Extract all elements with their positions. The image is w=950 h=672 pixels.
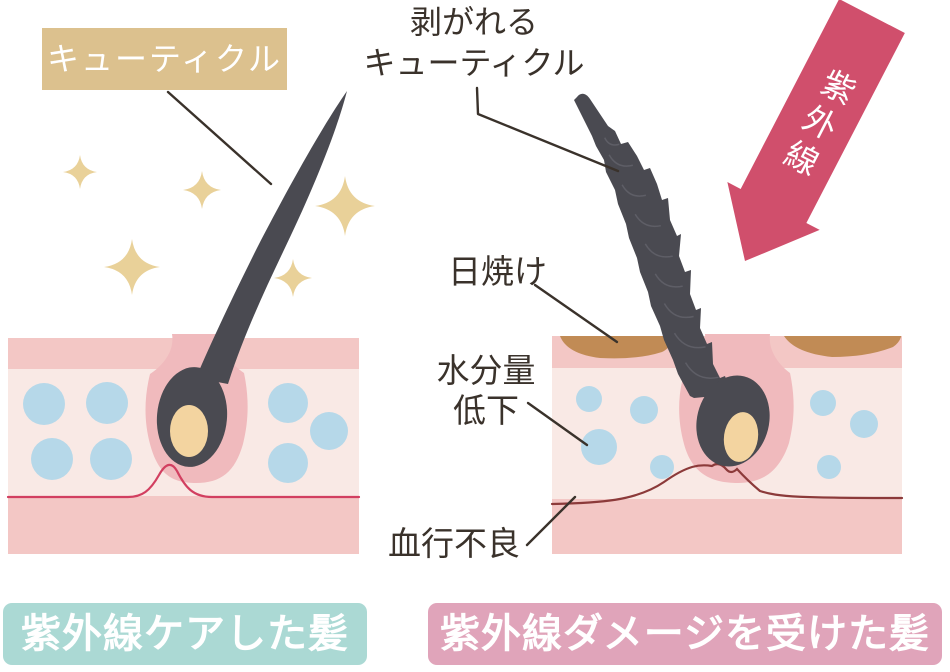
right-moisture-drops bbox=[576, 386, 878, 479]
healthy-hair-shaft bbox=[196, 91, 347, 384]
moisture-line1: 水分量 bbox=[436, 351, 536, 390]
peeling-cuticle-leader-line bbox=[475, 86, 620, 173]
sparkle-icon bbox=[183, 171, 221, 209]
poor-circulation-label: 血行不良 bbox=[388, 524, 520, 563]
moisture-drop bbox=[268, 443, 308, 483]
moisture-drop bbox=[23, 383, 65, 425]
left-moisture-drops bbox=[23, 382, 348, 483]
left-blood-vessel bbox=[6, 463, 361, 499]
moisture-drop bbox=[817, 455, 841, 479]
peeling-cuticle-label: 剥がれる キューティクル bbox=[334, 2, 614, 84]
right-blood-vessel bbox=[550, 462, 904, 506]
uv-arrow-shape bbox=[727, 0, 905, 262]
sparkle-icon bbox=[274, 259, 312, 297]
leader-lines bbox=[166, 86, 620, 547]
circulation-leader-line bbox=[525, 495, 577, 547]
uv-damaged-hair-caption: 紫外線ダメージを受けた髪 bbox=[428, 603, 942, 665]
moisture-drop bbox=[31, 438, 73, 480]
moisture-drop bbox=[310, 412, 348, 450]
damaged-cuticle-texture bbox=[604, 137, 719, 379]
sunburn-leader-line bbox=[533, 283, 619, 344]
moisture-drop bbox=[90, 438, 132, 480]
healthy-hair-root bbox=[170, 405, 208, 457]
moisture-drop bbox=[268, 383, 308, 423]
moisture-leader-line bbox=[526, 401, 589, 447]
sparkle-icon bbox=[315, 176, 375, 236]
sparkle-icon bbox=[63, 155, 97, 189]
sunburn-patch-right bbox=[784, 336, 901, 357]
moisture-drop bbox=[86, 382, 128, 424]
cuticle-leader-line bbox=[166, 90, 273, 186]
healthy-hair bbox=[156, 91, 347, 467]
uv-arrow bbox=[727, 0, 905, 262]
moisture-decrease-label: 水分量 低下 bbox=[420, 351, 552, 431]
moisture-drop bbox=[581, 429, 617, 465]
uv-cared-hair-caption: 紫外線ケアした髪 bbox=[3, 603, 367, 665]
sparkles bbox=[63, 155, 375, 297]
moisture-drop bbox=[650, 455, 674, 479]
moisture-drop bbox=[850, 410, 878, 438]
cuticle-label: キューティクル bbox=[42, 28, 287, 90]
sunburn-label: 日焼け bbox=[448, 252, 547, 291]
sparkle-icon bbox=[104, 239, 160, 295]
moisture-drop bbox=[810, 390, 836, 416]
damaged-hair-root bbox=[723, 412, 759, 462]
moisture-drop bbox=[576, 386, 602, 412]
moisture-drop bbox=[630, 396, 658, 424]
peeling-cuticle-line1: 剥がれる bbox=[409, 3, 538, 41]
moisture-line2: 低下 bbox=[453, 391, 519, 430]
peeling-cuticle-line2: キューティクル bbox=[363, 44, 585, 82]
sunburn-patch-left bbox=[560, 336, 673, 359]
